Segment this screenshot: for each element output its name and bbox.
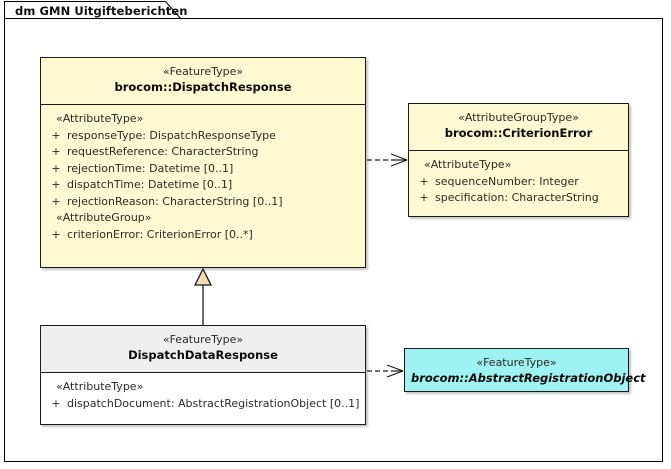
tab-shape-icon (4, 1, 182, 20)
diagram-title-tab[interactable]: dm GMN Uitgifteberichten (4, 1, 187, 20)
class-name: DispatchDataResponse (128, 347, 278, 362)
class-stereotype: «FeatureType» (162, 333, 244, 346)
attribute-row[interactable]: + responseType: DispatchResponseType (45, 128, 361, 145)
class-body-dispatch-data-response: «AttributeType» + dispatchDocument: Abstr… (41, 373, 365, 418)
attribute-row[interactable]: + requestReference: CharacterString (45, 144, 361, 161)
attribute-text: criterionError: CriterionError [0..*] (67, 227, 253, 241)
attribute-text: responseType: DispatchResponseType (67, 128, 276, 142)
class-header-dispatch-data-response: «FeatureType» DispatchDataResponse (41, 326, 365, 373)
compartment-group-label: «AttributeType» (424, 158, 512, 171)
attribute-row[interactable]: + sequenceNumber: Integer (413, 174, 624, 191)
attribute-row[interactable]: + dispatchTime: Datetime [0..1] (45, 177, 361, 194)
class-stereotype: «FeatureType» (162, 65, 244, 78)
class-name: brocom::CriterionError (444, 125, 593, 140)
attribute-text: rejectionTime: Datetime [0..1] (67, 161, 234, 175)
attribute-visibility: + (51, 145, 61, 159)
attribute-text: rejectionReason: CharacterString [0..1] (67, 194, 283, 208)
class-body-dispatch-response: «AttributeType» + responseType: DispatchR… (41, 105, 365, 249)
attribute-visibility: + (51, 161, 61, 175)
attribute-row[interactable]: + criterionError: CriterionError [0..*] (45, 227, 361, 244)
class-box-dispatch-data-response[interactable]: «FeatureType» DispatchDataResponse «Attr… (40, 325, 366, 425)
class-name: brocom::DispatchResponse (114, 79, 292, 94)
compartment-group-label: «AttributeType» (56, 380, 144, 393)
attribute-row[interactable]: + specification: CharacterString (413, 190, 624, 207)
attribute-text: dispatchDocument: AbstractRegistrationOb… (67, 396, 360, 410)
class-header-criterion-error: «AttributeGroupType» brocom::CriterionEr… (409, 104, 628, 151)
compartment-group-label: «AttributeType» (56, 112, 144, 125)
attribute-visibility: + (419, 174, 429, 188)
class-box-abstract-registration-object[interactable]: «FeatureType» brocom::AbstractRegistrati… (404, 348, 646, 392)
attribute-text: specification: CharacterString (435, 191, 599, 205)
compartment-group-label: «AttributeGroup» (56, 211, 152, 225)
class-box-criterion-error[interactable]: «AttributeGroupType» brocom::CriterionEr… (408, 103, 629, 217)
class-stereotype: «AttributeGroupType» (458, 111, 579, 124)
attribute-row[interactable]: + rejectionTime: Datetime [0..1] (45, 161, 361, 178)
attribute-visibility: + (51, 396, 61, 410)
attribute-visibility: + (51, 128, 61, 142)
class-header-dispatch-response: «FeatureType» brocom::DispatchResponse (41, 58, 365, 105)
class-header-abstract-registration-object: «FeatureType» brocom::AbstractRegistrati… (405, 349, 646, 391)
attribute-visibility: + (51, 227, 61, 241)
attribute-text: dispatchTime: Datetime [0..1] (67, 178, 233, 192)
attribute-visibility: + (51, 194, 61, 208)
attribute-visibility: + (419, 191, 429, 205)
class-body-criterion-error: «AttributeType» + sequenceNumber: Integer… (409, 151, 628, 213)
attribute-text: sequenceNumber: Integer (435, 174, 579, 188)
attribute-visibility: + (51, 178, 61, 192)
class-stereotype: «FeatureType» (476, 356, 557, 369)
attribute-row[interactable]: + dispatchDocument: AbstractRegistrationO… (45, 396, 361, 413)
diagram-title-text: dm GMN Uitgifteberichten (15, 4, 188, 18)
attribute-row[interactable]: + rejectionReason: CharacterString [0..1] (45, 194, 361, 211)
class-name: brocom::AbstractRegistrationObject (411, 370, 646, 385)
class-box-dispatch-response[interactable]: «FeatureType» brocom::DispatchResponse «… (40, 57, 366, 268)
attribute-text: requestReference: CharacterString (67, 145, 259, 159)
